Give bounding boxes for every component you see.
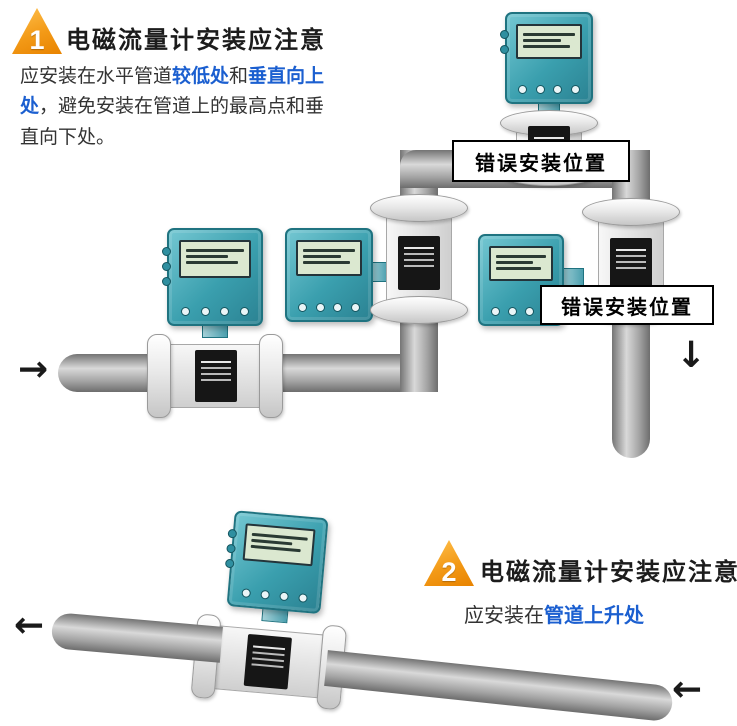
wrong-position-label-2: 错误安装位置: [540, 285, 714, 325]
flange: [259, 334, 283, 418]
flowmeter-converter: [162, 228, 263, 326]
arrow-left-icon: ←: [672, 669, 703, 710]
converter-buttons: [241, 587, 309, 603]
nameplate-band: [398, 236, 440, 290]
flowmeter-converter: [285, 228, 373, 322]
pipe-incline-right: [324, 650, 674, 723]
flange: [582, 198, 680, 226]
step2-description: 应安装在管道上升处: [464, 600, 644, 632]
step2-number: 2: [441, 557, 457, 587]
desc-highlight: 较低处: [172, 66, 230, 87]
desc-highlight: 垂直向上处: [20, 66, 325, 118]
flowmeter-on-rising-pipe: [190, 508, 357, 720]
converter-buttons: [180, 306, 250, 316]
lcd-screen: [242, 523, 316, 567]
step1-title: 电磁流量计安装应注意: [66, 27, 326, 54]
arrow-down-icon: ↓: [676, 335, 707, 376]
lcd-screen: [179, 240, 251, 278]
converter-buttons: [297, 302, 361, 312]
converter-buttons: [517, 85, 581, 95]
desc-text: 应安装在水平管道: [20, 66, 173, 87]
step2-badge: 2: [424, 540, 474, 586]
flange: [147, 334, 171, 418]
desc-text: 和: [229, 66, 249, 87]
nameplate-band: [610, 238, 652, 290]
flowmeter-converter: [500, 12, 593, 104]
cable-gland-icons: [162, 246, 171, 286]
desc-highlight: 管道上升处: [544, 605, 644, 627]
desc-text: 应安装在: [464, 605, 544, 627]
nameplate-band: [243, 633, 293, 690]
flange: [370, 194, 468, 222]
step1-number: 1: [29, 25, 45, 55]
cable-gland-icons: [224, 528, 238, 568]
flange: [370, 296, 468, 324]
lcd-screen: [489, 245, 553, 281]
lcd-screen: [296, 239, 362, 276]
step1-description: 应安装在水平管道较低处和垂直向上处，避免安装在管道上的最高点和垂直向下处。: [20, 62, 328, 153]
lcd-screen: [516, 23, 582, 59]
flowmeter-converter: [224, 510, 329, 615]
arrow-left-icon: ←: [14, 605, 45, 646]
desc-text: ，避免安装在管道上的最高点和垂直向下处。: [20, 96, 325, 148]
step1-badge: 1: [12, 8, 62, 54]
arrow-right-icon: →: [18, 349, 49, 390]
cable-gland-icons: [500, 29, 509, 54]
step2-title: 电磁流量计安装应注意: [480, 559, 737, 586]
converter-neck: [202, 324, 228, 338]
wrong-position-label-1: 错误安装位置: [452, 140, 630, 182]
nameplate-band: [195, 350, 237, 402]
